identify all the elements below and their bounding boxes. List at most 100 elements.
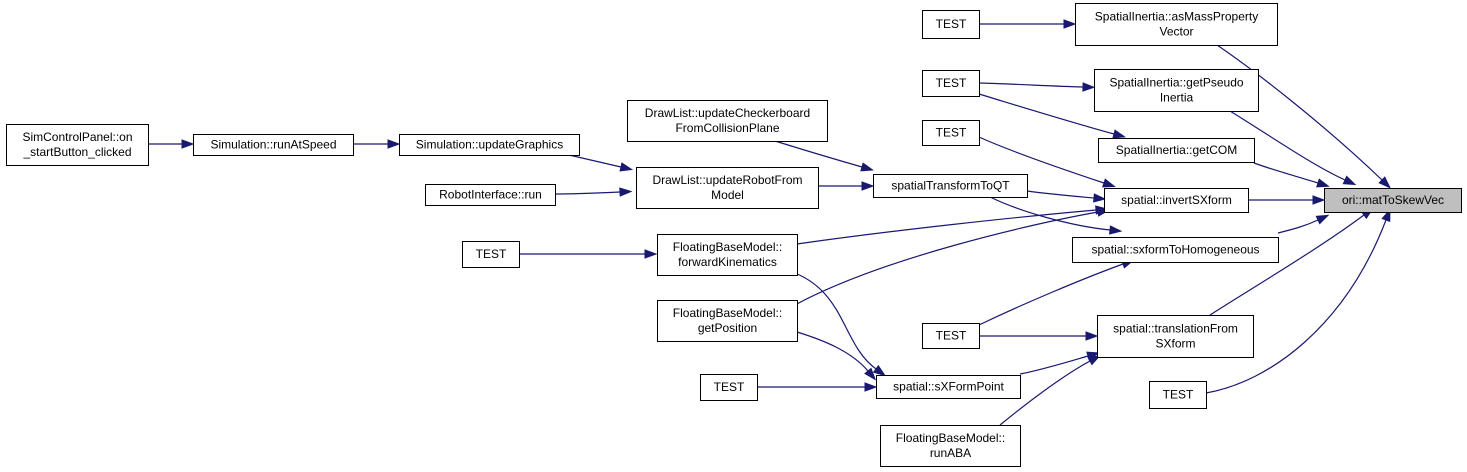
edge-fbm_fk-to-sxformpoint <box>794 272 877 370</box>
edge-update_graphics-to-drawlist_robot <box>568 154 622 168</box>
node-si-getcom[interactable]: SpatialInertia::getCOM <box>1098 138 1255 163</box>
node-box <box>399 134 580 156</box>
node-invert-sx[interactable]: spatial::invertSXform <box>1104 188 1249 213</box>
node-test-pseudo[interactable]: TEST <box>922 70 980 97</box>
node-label: SimControlPanel::on <box>22 130 132 144</box>
edge-drawlist_checkerboard-to-spatial_to_qt <box>774 140 863 168</box>
arrowhead-test_translation-to-translation_from <box>1085 331 1099 341</box>
node-label: TEST <box>936 329 967 343</box>
node-label: runABA <box>930 446 971 460</box>
arrowhead-si_pseudo-to-root <box>1342 175 1357 186</box>
edge-si_getcom-to-root <box>1253 162 1319 184</box>
node-label: TEST <box>476 247 507 261</box>
edge-test_translation-to-sx_to_homog <box>978 263 1124 326</box>
edge-si_asmass-to-root <box>1216 44 1383 181</box>
node-label: SpatialInertia::getCOM <box>1116 143 1237 157</box>
node-box <box>1149 381 1207 409</box>
node-label: Vector <box>1159 25 1193 39</box>
node-label: forwardKinematics <box>678 255 777 269</box>
node-label: spatial::sxformToHomogeneous <box>1091 243 1259 257</box>
arrowhead-robot_iface_run-to-drawlist_robot <box>619 187 633 197</box>
node-box <box>1094 69 1259 112</box>
arrowhead-drawlist_robot-to-spatial_to_qt <box>861 181 875 191</box>
node-label: RobotInterface::run <box>439 188 542 202</box>
arrowhead-test_invert-to-invert_sx <box>1102 178 1116 188</box>
node-label: FromCollisionPlane <box>675 121 779 135</box>
node-test-fk[interactable]: TEST <box>462 241 520 268</box>
node-box <box>922 70 980 97</box>
arrowhead-test_pseudo-to-si_pseudo <box>1082 82 1096 92</box>
node-test-sxfp[interactable]: TEST <box>700 374 758 401</box>
node-box <box>922 323 980 349</box>
edge-sx_to_homog-to-root <box>1277 219 1319 234</box>
node-fbm-runaba[interactable]: FloatingBaseModel::runABA <box>880 425 1021 467</box>
node-sxformpoint[interactable]: spatial::sXFormPoint <box>876 375 1021 399</box>
edge-translation_from-to-root <box>1209 214 1365 316</box>
node-sx-to-homog[interactable]: spatial::sxformToHomogeneous <box>1072 237 1279 263</box>
edge-spatial_to_qt-to-sx_to_homog <box>989 196 1111 231</box>
node-label: TEST <box>936 126 967 140</box>
node-box <box>880 425 1021 467</box>
node-test-invert[interactable]: TEST <box>922 120 980 146</box>
node-run-at-speed[interactable]: Simulation::runAtSpeed <box>193 134 354 156</box>
arrowhead-sim_panel-to-run_at_speed <box>181 139 195 149</box>
arrowhead-run_at_speed-to-update_graphics <box>387 139 401 149</box>
edge-robot_iface_run-to-drawlist_robot <box>554 191 621 195</box>
arrowhead-test_asmass-to-si_asmass <box>1063 19 1077 29</box>
node-label: spatial::translationFrom <box>1113 322 1238 336</box>
node-label: _startButton_clicked <box>22 145 131 159</box>
arrowhead-si_asmass-to-root <box>1378 176 1391 189</box>
node-robot-iface-run[interactable]: RobotInterface::run <box>425 184 556 206</box>
node-drawlist-checkerboard[interactable]: DrawList::updateCheckerboardFromCollisio… <box>627 100 828 142</box>
node-label: spatial::sXFormPoint <box>893 380 1004 394</box>
node-box <box>6 124 149 166</box>
node-test-root[interactable]: TEST <box>1149 381 1207 409</box>
node-label: FloatingBaseModel:: <box>673 240 782 254</box>
node-update-graphics[interactable]: Simulation::updateGraphics <box>399 134 580 156</box>
edge-test_pseudo-to-si_getcom <box>978 93 1115 135</box>
node-label: TEST <box>936 76 967 90</box>
edge-si_pseudo-to-root <box>1229 110 1346 181</box>
node-box <box>1324 188 1462 213</box>
node-box <box>657 300 798 342</box>
node-spatial-to-qt[interactable]: spatialTransformToQT <box>873 174 1028 198</box>
edges <box>148 19 1391 426</box>
edge-test_root-to-root <box>1205 219 1387 394</box>
node-label: Inertia <box>1160 91 1194 105</box>
node-fbm-getpos[interactable]: FloatingBaseModel::getPosition <box>657 300 798 342</box>
node-box <box>922 120 980 146</box>
node-box <box>1104 188 1249 213</box>
node-box <box>462 241 520 268</box>
node-box <box>1097 315 1254 358</box>
node-fbm-fk[interactable]: FloatingBaseModel::forwardKinematics <box>657 234 798 276</box>
node-label: SpatialInertia::getPseudo <box>1109 76 1243 90</box>
arrowhead-si_getcom-to-root <box>1316 178 1330 188</box>
node-root[interactable]: ori::matToSkewVec <box>1324 188 1462 213</box>
arrowhead-test_sxfp-to-sxformpoint <box>864 382 878 392</box>
arrowhead-sx_to_homog-to-root <box>1315 214 1330 225</box>
edge-test_pseudo-to-si_pseudo <box>978 82 1084 88</box>
node-test-asmass[interactable]: TEST <box>922 10 980 39</box>
node-label: FloatingBaseModel:: <box>673 306 782 320</box>
arrowhead-fbm_fk-to-sxformpoint <box>872 364 887 377</box>
node-box <box>193 134 354 156</box>
arrowhead-test_pseudo-to-si_getcom <box>1112 129 1127 139</box>
nodes: SimControlPanel::on_startButton_clickedS… <box>6 3 1462 467</box>
node-test-translation[interactable]: TEST <box>922 323 980 349</box>
node-box <box>922 10 980 39</box>
node-box <box>700 374 758 401</box>
edge-fbm_getpos-to-invert_sx <box>794 211 1099 306</box>
node-label: ori::matToSkewVec <box>1342 193 1444 207</box>
node-sim-panel[interactable]: SimControlPanel::on_startButton_clicked <box>6 124 149 166</box>
arrowhead-spatial_to_qt-to-sx_to_homog <box>1109 225 1123 235</box>
edge-fbm_fk-to-invert_sx <box>796 209 1097 245</box>
edge-test_invert-to-invert_sx <box>978 136 1105 184</box>
node-label: TEST <box>714 380 745 394</box>
node-box <box>425 184 556 206</box>
arrowhead-sxformpoint-to-translation_from <box>1086 351 1100 361</box>
